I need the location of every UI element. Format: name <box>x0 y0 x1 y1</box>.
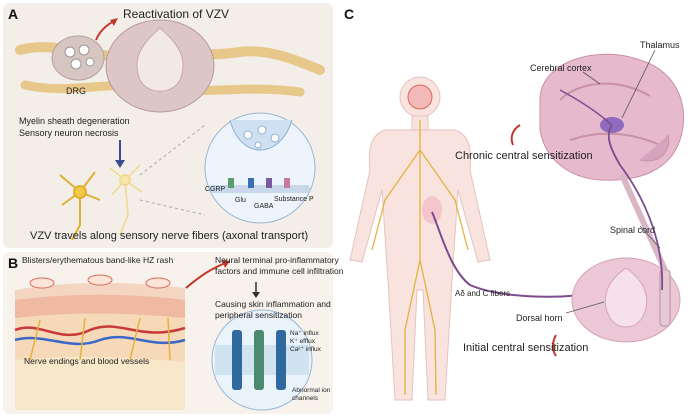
brain-icon-small <box>407 84 433 110</box>
panel-b-letter: B <box>8 255 19 271</box>
drg-ganglion <box>51 35 105 81</box>
inflammation-label-line2: peripheral sensitization <box>215 310 302 320</box>
necrosis-label: Sensory neuron necrosis <box>19 128 119 138</box>
panel-a <box>3 3 333 248</box>
rash-site <box>422 196 442 224</box>
spinal-cord-label: Spinal cord <box>610 225 656 235</box>
chronic-sensitization-label: Chronic central sensitization <box>455 150 593 162</box>
fibers-label: Aδ and C fibers <box>455 289 511 298</box>
axonal-transport-label: VZV travels along sensory nerve fibers (… <box>30 230 309 242</box>
grey-matter <box>136 27 184 92</box>
inflammation-label-line1: Causing skin inflammation and <box>215 299 331 309</box>
ascending-pathway <box>607 124 664 291</box>
k-efflux-label: K⁺ efflux <box>290 338 315 345</box>
chronic-arrow <box>510 124 521 146</box>
glu-label: Glu <box>235 197 246 204</box>
body-nerves <box>371 120 469 396</box>
abnormal-label-line2: channels <box>292 395 319 402</box>
nerve-endings <box>29 317 171 361</box>
drg-label: DRG <box>66 86 86 96</box>
ion-channel <box>232 330 242 390</box>
gaba-label: GABA <box>254 203 274 210</box>
reactivation-label: Reactivation of VZV <box>123 7 230 21</box>
initial-arrow <box>552 334 557 357</box>
afferent-pathway <box>431 211 601 298</box>
initial-sensitization-label: Initial central sensitization <box>463 342 589 354</box>
substance-p-label: Substance P <box>274 196 314 203</box>
na-influx-label: Na⁺ influx <box>290 330 319 337</box>
panel-a-letter: A <box>8 6 19 22</box>
panel-c-letter: C <box>344 6 355 22</box>
healthy-neuron <box>59 171 101 241</box>
vein <box>14 335 186 346</box>
nerve-endings-label: Nerve endings and blood vessels <box>24 356 150 366</box>
cortical-projection <box>559 89 613 126</box>
abnormal-label-line1: Abnormal ion <box>292 387 331 394</box>
degeneration-label: Myelin sheath degeneration <box>19 116 130 126</box>
rash-label: Blisters/erythematous band-like HZ rash <box>22 255 174 265</box>
infiltration-label-line2: factors and immune cell infiltration <box>215 266 344 276</box>
dorsal-horn-label: Dorsal horn <box>516 313 563 323</box>
thalamus-label: Thalamus <box>640 40 680 50</box>
synapse-inset <box>204 112 316 224</box>
brainstem <box>619 173 668 272</box>
cerebellum <box>639 134 670 162</box>
ca-influx-label: Ca²⁺ influx <box>290 346 321 353</box>
panel-b <box>3 252 333 414</box>
cgrp-label: CGRP <box>205 186 226 193</box>
necrotic-neuron <box>109 164 143 236</box>
panel-c <box>349 49 685 401</box>
infiltration-label-line1: Neural terminal pro-inflammatory <box>215 255 339 265</box>
cortex-label: Cerebral cortex <box>530 63 592 73</box>
